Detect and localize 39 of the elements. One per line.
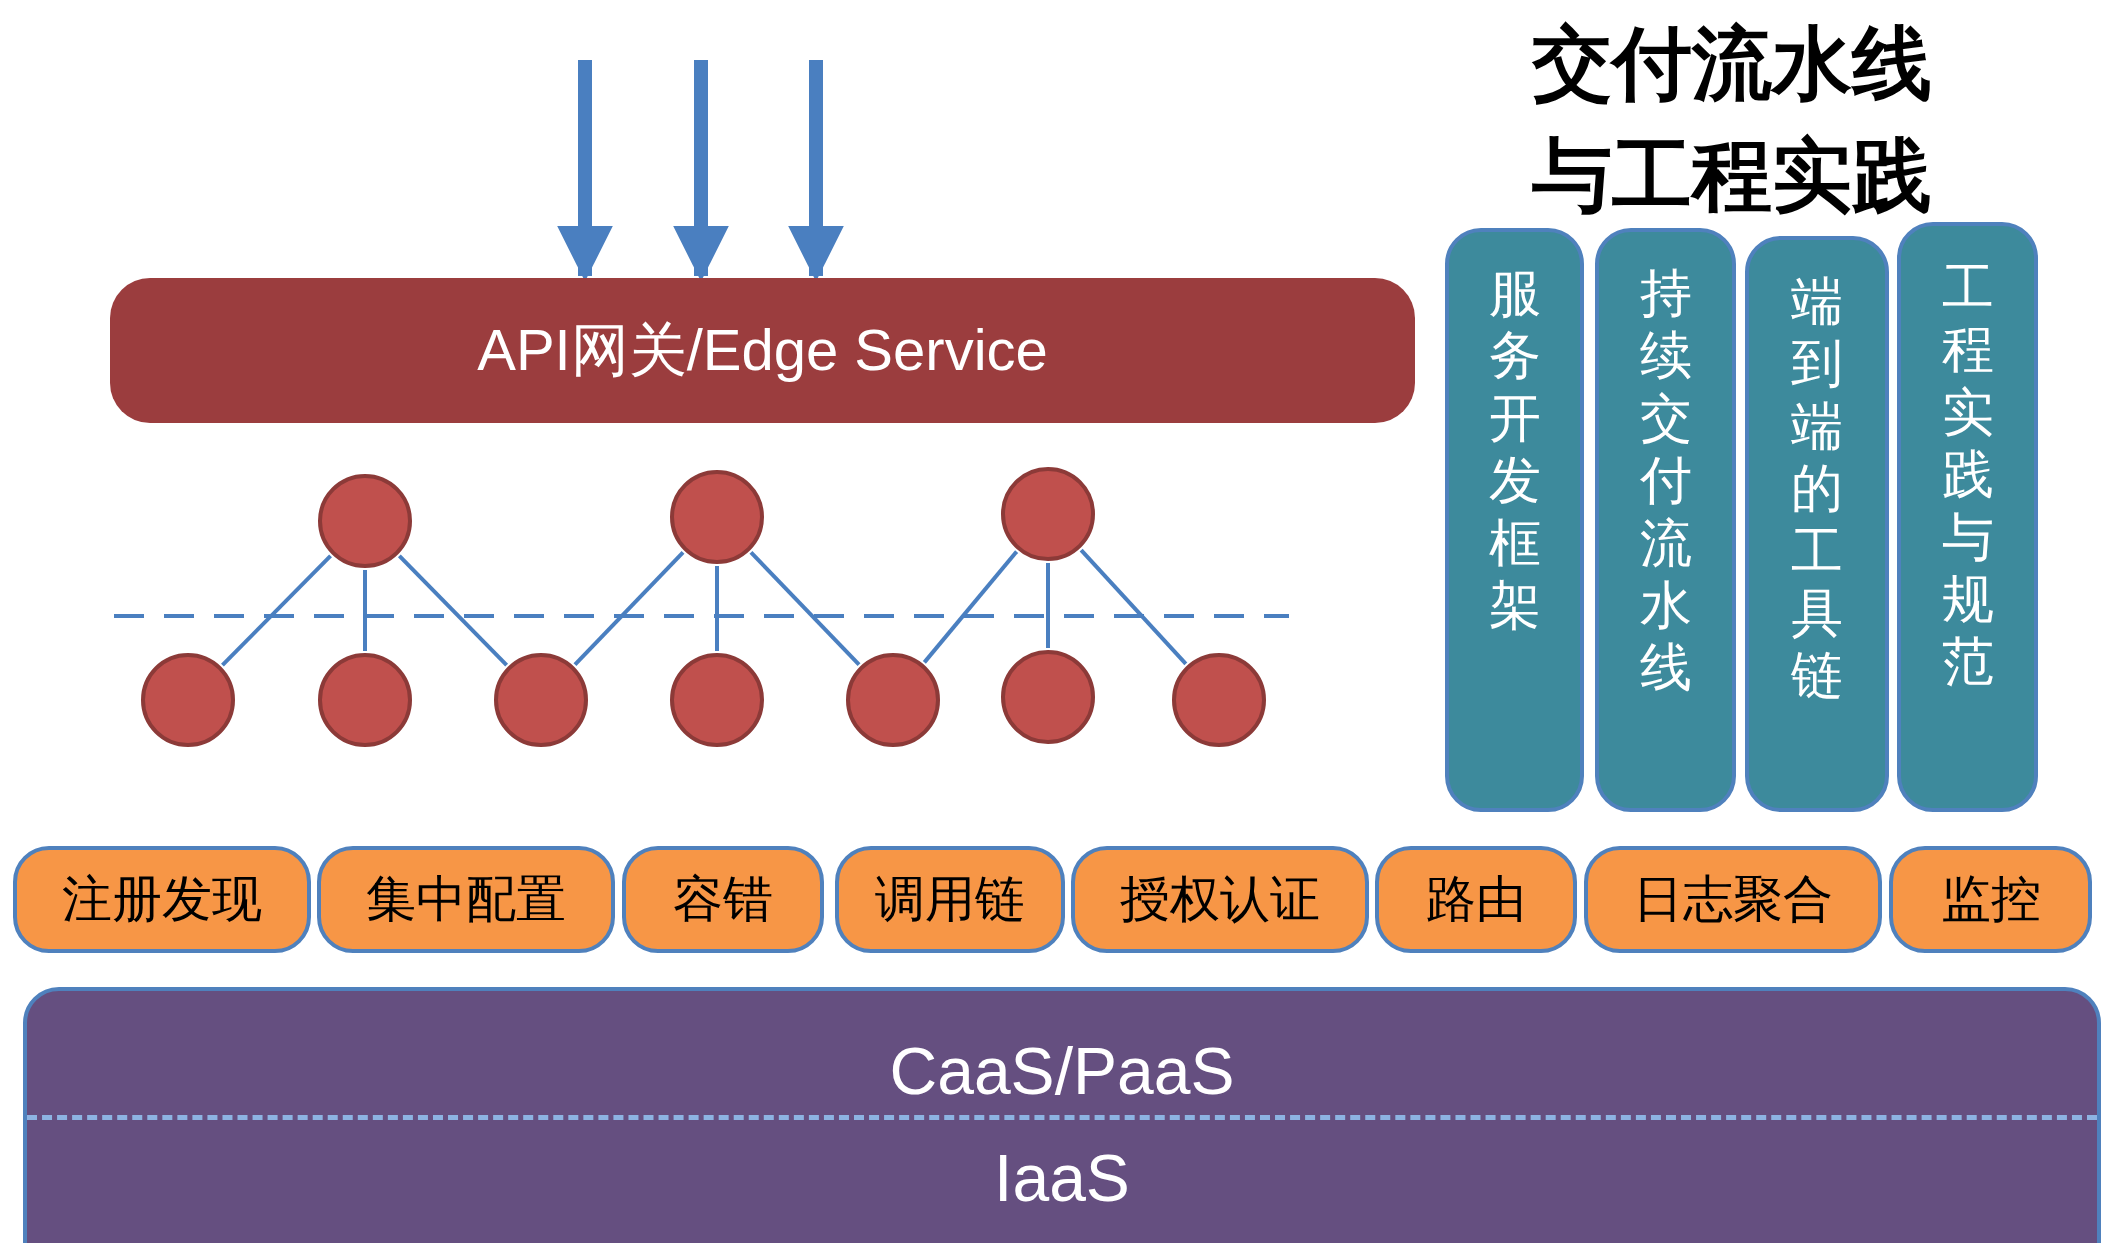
capability-label: 监控 — [1940, 870, 2041, 929]
column-panel — [1897, 222, 2038, 812]
capability-pill — [1584, 846, 1882, 953]
capability-label: 调用链 — [875, 870, 1025, 929]
capability-label: 日志聚合 — [1633, 870, 1833, 929]
capability-label: 授权认证 — [1120, 870, 1320, 929]
connector-line — [397, 554, 509, 667]
capability-label: 集中配置 — [366, 870, 566, 929]
connector-line — [715, 566, 719, 651]
connector-line — [221, 554, 332, 667]
column-panel — [1745, 236, 1889, 812]
platform-band — [23, 987, 2101, 1243]
capability-pill — [1375, 846, 1577, 953]
gateway-bar — [110, 278, 1415, 423]
column-panel — [1595, 228, 1736, 812]
connector-line — [363, 570, 367, 651]
capability-pill — [317, 846, 615, 953]
capability-label: 注册发现 — [62, 870, 262, 929]
connector-line — [573, 550, 685, 667]
capability-label: 路由 — [1426, 870, 1526, 929]
capability-pill — [622, 846, 824, 953]
column-label: 端到端的工具链 — [1791, 271, 1843, 707]
column-label: 持续交付流水线 — [1639, 263, 1692, 699]
connector-line — [1079, 548, 1188, 666]
platform-label: IaaS — [994, 1140, 1130, 1217]
column-panel — [1445, 228, 1584, 812]
capability-pill — [835, 846, 1065, 953]
connector-line — [922, 550, 1019, 664]
column-label: 服务开发框架 — [1488, 263, 1541, 636]
capability-pill — [13, 846, 311, 953]
gateway-label: API网关/Edge Service — [477, 315, 1048, 384]
connector-line — [749, 550, 861, 667]
capability-pill — [1071, 846, 1369, 953]
heading: 交付流水线与工程实践 — [1531, 18, 1933, 222]
platform-label: CaaS/PaaS — [889, 1033, 1235, 1110]
column-label: 工程实践与规范 — [1941, 257, 1994, 693]
connector-line — [1046, 563, 1050, 648]
capability-label: 容错 — [673, 870, 773, 929]
capability-pill — [1889, 846, 2092, 953]
